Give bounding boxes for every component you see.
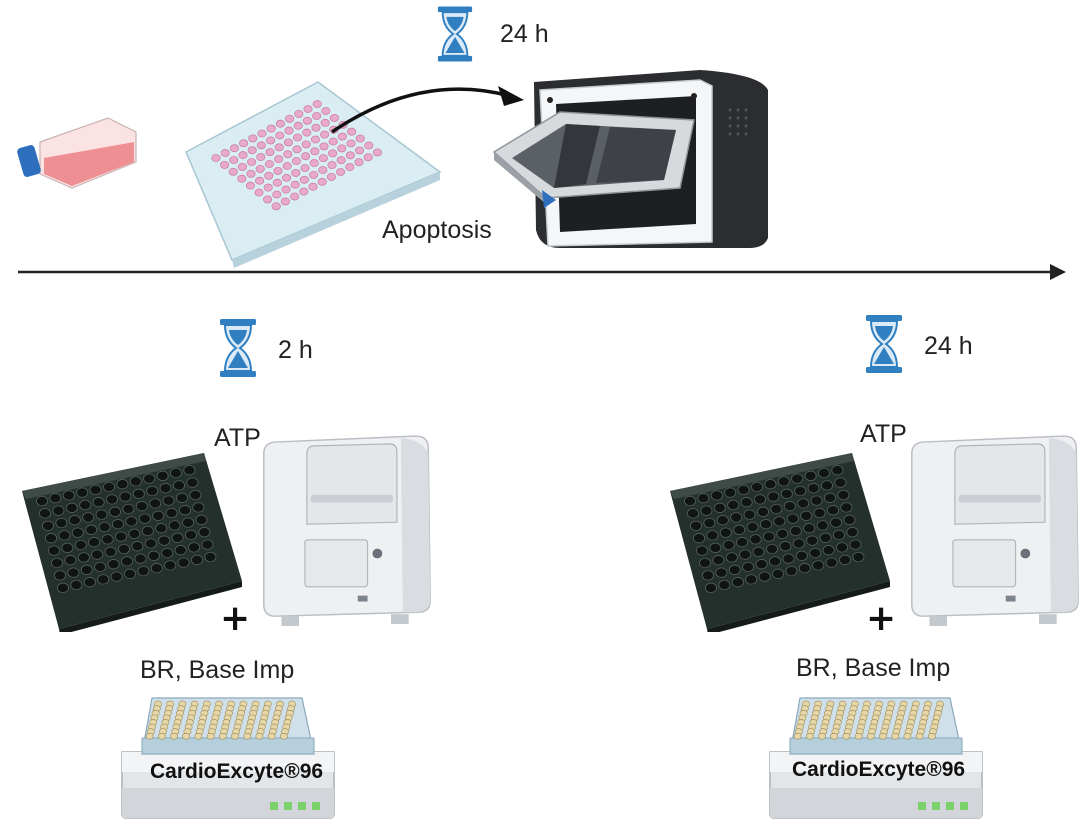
pink-well-plate [185,81,442,268]
right-readout-label: BR, Base Imp [796,654,951,682]
cardioexcyte-device [121,697,335,819]
right-plus-sign: + [866,598,897,639]
hourglass-icon [219,318,257,378]
right-device-label: CardioExcyte®96 [792,758,966,781]
hourglass-icon [865,314,903,374]
transfer-arrow [331,86,524,134]
left-plus-sign: + [220,598,251,639]
plate-reader [911,435,1079,627]
hourglass-icon [436,5,474,63]
left-atp-label: ATP [214,424,261,452]
imaging-instrument [492,70,768,248]
timeline-arrow [18,264,1066,280]
left-time-label: 2 h [278,336,313,364]
top-time-label: 24 h [500,20,549,48]
plate-reader [263,435,431,627]
black-well-plate [669,452,891,632]
left-readout-label: BR, Base Imp [140,656,295,684]
left-device-label: CardioExcyte®96 [150,760,324,783]
right-atp-label: ATP [860,420,907,448]
black-well-plate [21,452,243,632]
apoptosis-label: Apoptosis [382,216,492,244]
right-time-label: 24 h [924,332,973,360]
culture-flask [17,117,137,189]
